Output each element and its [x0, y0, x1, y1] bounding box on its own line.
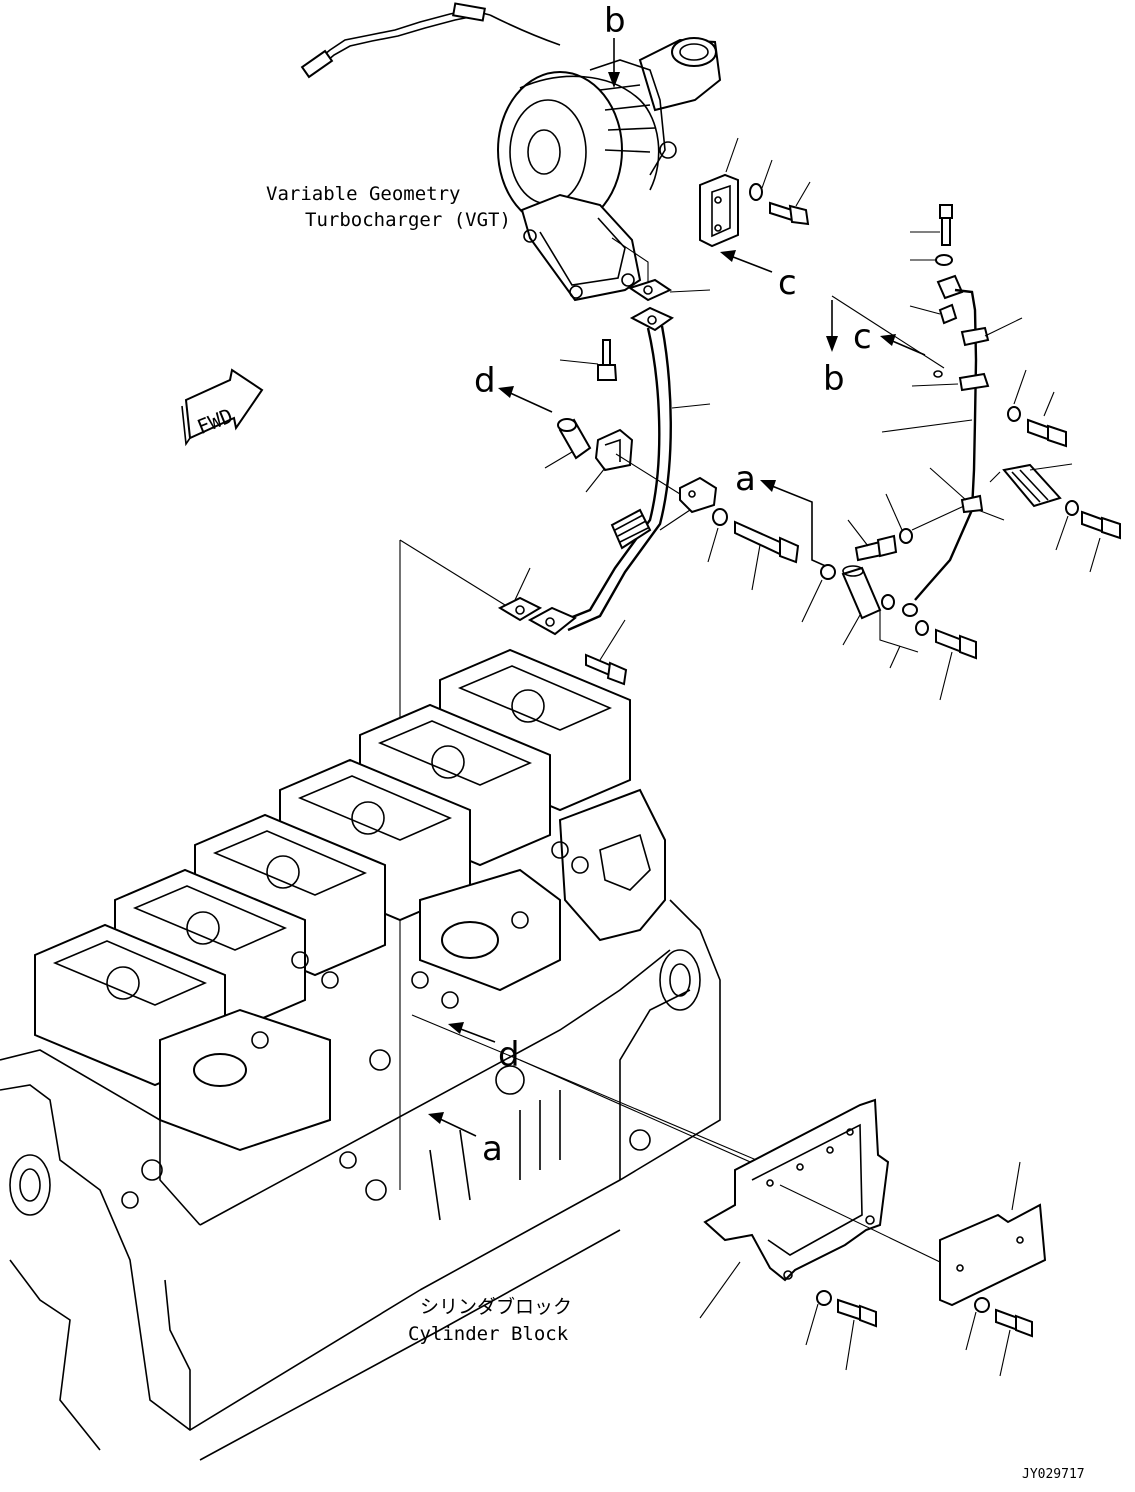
ref-label-b-top: b [604, 1, 626, 41]
ref-label-a-upper: a [735, 459, 756, 499]
cylinder-block [0, 899, 721, 1461]
ref-label-d-upper: d [474, 361, 496, 401]
ref-label-b-side: b [823, 359, 845, 399]
cylinder-head-assembly [34, 539, 871, 1216]
ref-label-d-lower: d [498, 1035, 520, 1075]
stud-bolt [597, 339, 618, 381]
oil-supply-tube [902, 204, 990, 617]
forward-direction-arrow: FWD [181, 368, 264, 447]
ref-label-c-side: c [853, 317, 872, 357]
cylinder-block-label-en: Cylinder Block [408, 1323, 569, 1345]
ref-label-c-bracket: c [778, 263, 797, 303]
oil-return-pipe [527, 306, 675, 636]
vgt-label-line2: Turbocharger (VGT) [305, 209, 511, 231]
turbocharger [300, 2, 722, 302]
drawing-id: JY029717 [1022, 1467, 1085, 1482]
vgt-label-line1: Variable Geometry [266, 183, 460, 205]
cover-plate [939, 1203, 1047, 1307]
heat-shield-bracket-c [699, 173, 810, 248]
ref-label-a-lower: a [482, 1129, 503, 1169]
support-bracket [703, 1098, 890, 1282]
cylinder-block-label-jp: シリンダブロック [420, 1295, 572, 1318]
